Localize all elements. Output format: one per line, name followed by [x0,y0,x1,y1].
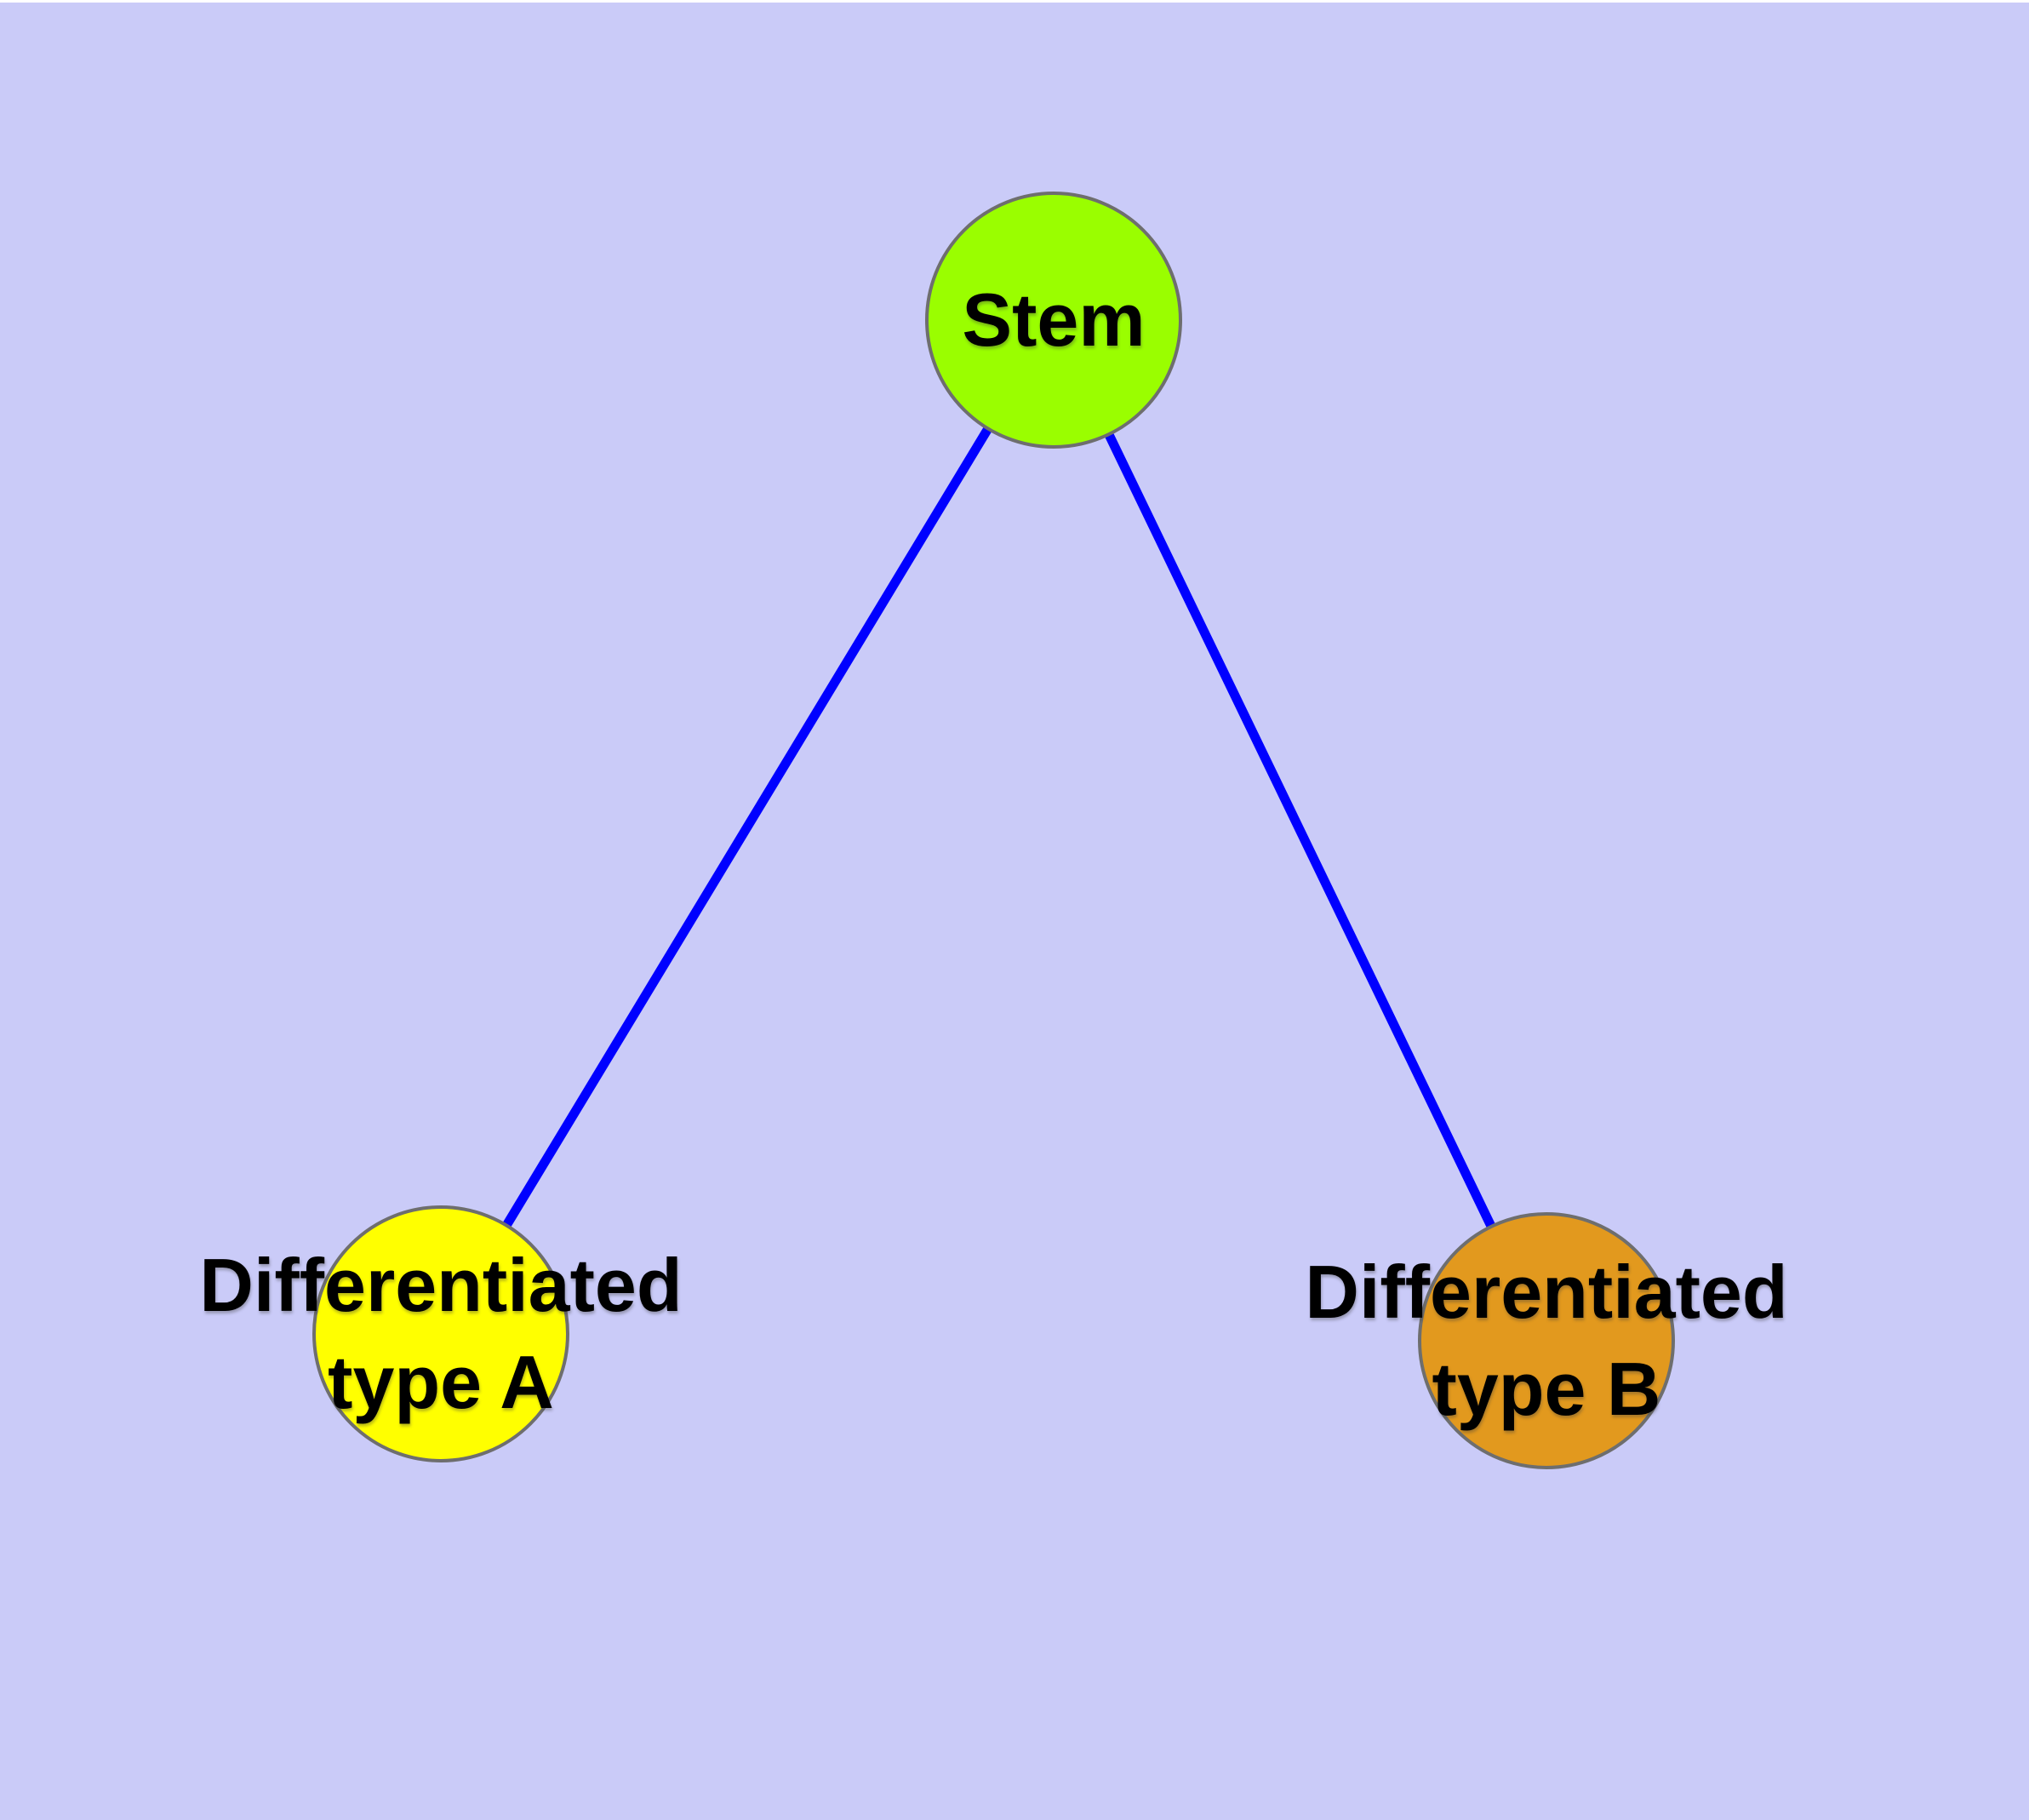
node-differentiated-type-a[interactable]: Differentiated type A [199,1205,683,1462]
edges-layer [437,318,1551,1343]
node-differentiated-type-b[interactable]: Differentiated type B [1305,1212,1788,1469]
node-differentiated-type-b-label: Differentiated type B [1305,1250,1788,1431]
edge-stem-to-type-a[interactable] [437,318,1058,1336]
edge-stem-to-type-b[interactable] [1049,318,1551,1343]
node-stem[interactable]: Stem [925,192,1182,449]
node-stem-label: Stem [962,278,1146,362]
node-differentiated-type-a-label: Differentiated type A [199,1243,683,1424]
